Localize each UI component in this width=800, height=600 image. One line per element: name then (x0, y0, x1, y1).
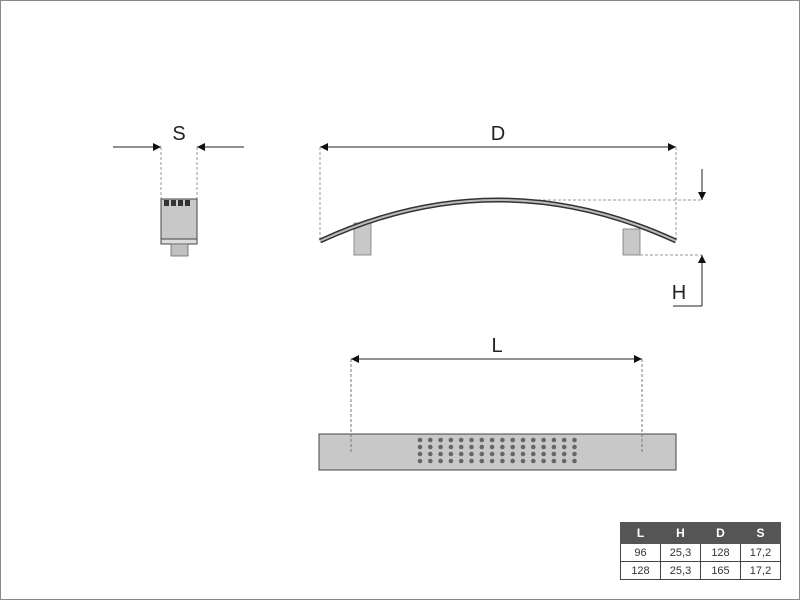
curved-grip (319, 199, 677, 242)
table-cell: 96 (620, 543, 661, 562)
dot (572, 437, 577, 443)
dot (479, 458, 485, 464)
dot (428, 437, 433, 443)
dot (428, 444, 433, 450)
dot (572, 444, 577, 450)
dot (520, 437, 526, 443)
dot (428, 451, 433, 457)
column-header: D (700, 522, 741, 544)
dot (469, 437, 474, 443)
dot (541, 458, 546, 464)
h-label: H (672, 282, 686, 304)
dot (417, 458, 423, 464)
dot (531, 437, 536, 443)
dot (541, 444, 546, 450)
dot (417, 444, 423, 450)
dot (572, 458, 577, 464)
dot (438, 458, 443, 464)
dot (520, 444, 526, 450)
dot (417, 437, 423, 443)
dot (479, 444, 485, 450)
dot (510, 437, 515, 443)
dot (489, 451, 495, 457)
dot (510, 458, 515, 464)
dot (520, 458, 526, 464)
side-view: S (113, 123, 244, 257)
dot (551, 458, 557, 464)
dot (541, 437, 546, 443)
dot (458, 444, 464, 450)
table-cell: 128 (620, 561, 661, 580)
dot (479, 451, 485, 457)
dot (469, 444, 474, 450)
d-label: D (491, 123, 505, 145)
dot (458, 458, 464, 464)
dot (531, 458, 536, 464)
dot (561, 458, 567, 464)
dot (448, 458, 454, 464)
dot (510, 451, 515, 457)
dot (489, 458, 495, 464)
dot (489, 437, 495, 443)
handle-base (160, 238, 198, 245)
dot (561, 437, 567, 443)
mount-post (170, 243, 189, 257)
dot (520, 451, 526, 457)
dot (458, 451, 464, 457)
dot (448, 437, 454, 443)
dot (561, 451, 567, 457)
table-cell: 165 (700, 561, 741, 580)
dot (417, 451, 423, 457)
dot (510, 444, 515, 450)
handle-top-bar (318, 433, 677, 471)
groove (185, 200, 190, 206)
dot (551, 444, 557, 450)
column-header: H (660, 522, 701, 544)
dot-pattern (417, 437, 577, 464)
dot (531, 451, 536, 457)
table-cell: 128 (700, 543, 741, 562)
dot (531, 444, 536, 450)
dot (469, 458, 474, 464)
table-cell: 25,3 (660, 561, 701, 580)
dot (551, 451, 557, 457)
l-label: L (491, 335, 502, 357)
dot (438, 437, 443, 443)
dot (551, 437, 557, 443)
dot (500, 444, 505, 450)
right-leg (622, 228, 641, 256)
dot (428, 458, 433, 464)
dot (448, 444, 454, 450)
s-label: S (172, 123, 185, 145)
table-cell: 25,3 (660, 543, 701, 562)
dot (469, 451, 474, 457)
dot (448, 451, 454, 457)
column-header: L (620, 522, 661, 544)
dot (500, 437, 505, 443)
dot (500, 458, 505, 464)
groove (164, 200, 169, 206)
top-view: L (318, 335, 677, 471)
table-cell: 17,2 (740, 543, 781, 562)
dot (458, 437, 464, 443)
dot (479, 437, 485, 443)
front-view: D H (318, 123, 706, 307)
dot (489, 444, 495, 450)
column-header: S (740, 522, 781, 544)
dot (541, 451, 546, 457)
dot (572, 451, 577, 457)
groove (178, 200, 183, 206)
dot (561, 444, 567, 450)
dot (500, 451, 505, 457)
groove (171, 200, 176, 206)
dot (438, 444, 443, 450)
dot (438, 451, 443, 457)
table-cell: 17,2 (740, 561, 781, 580)
